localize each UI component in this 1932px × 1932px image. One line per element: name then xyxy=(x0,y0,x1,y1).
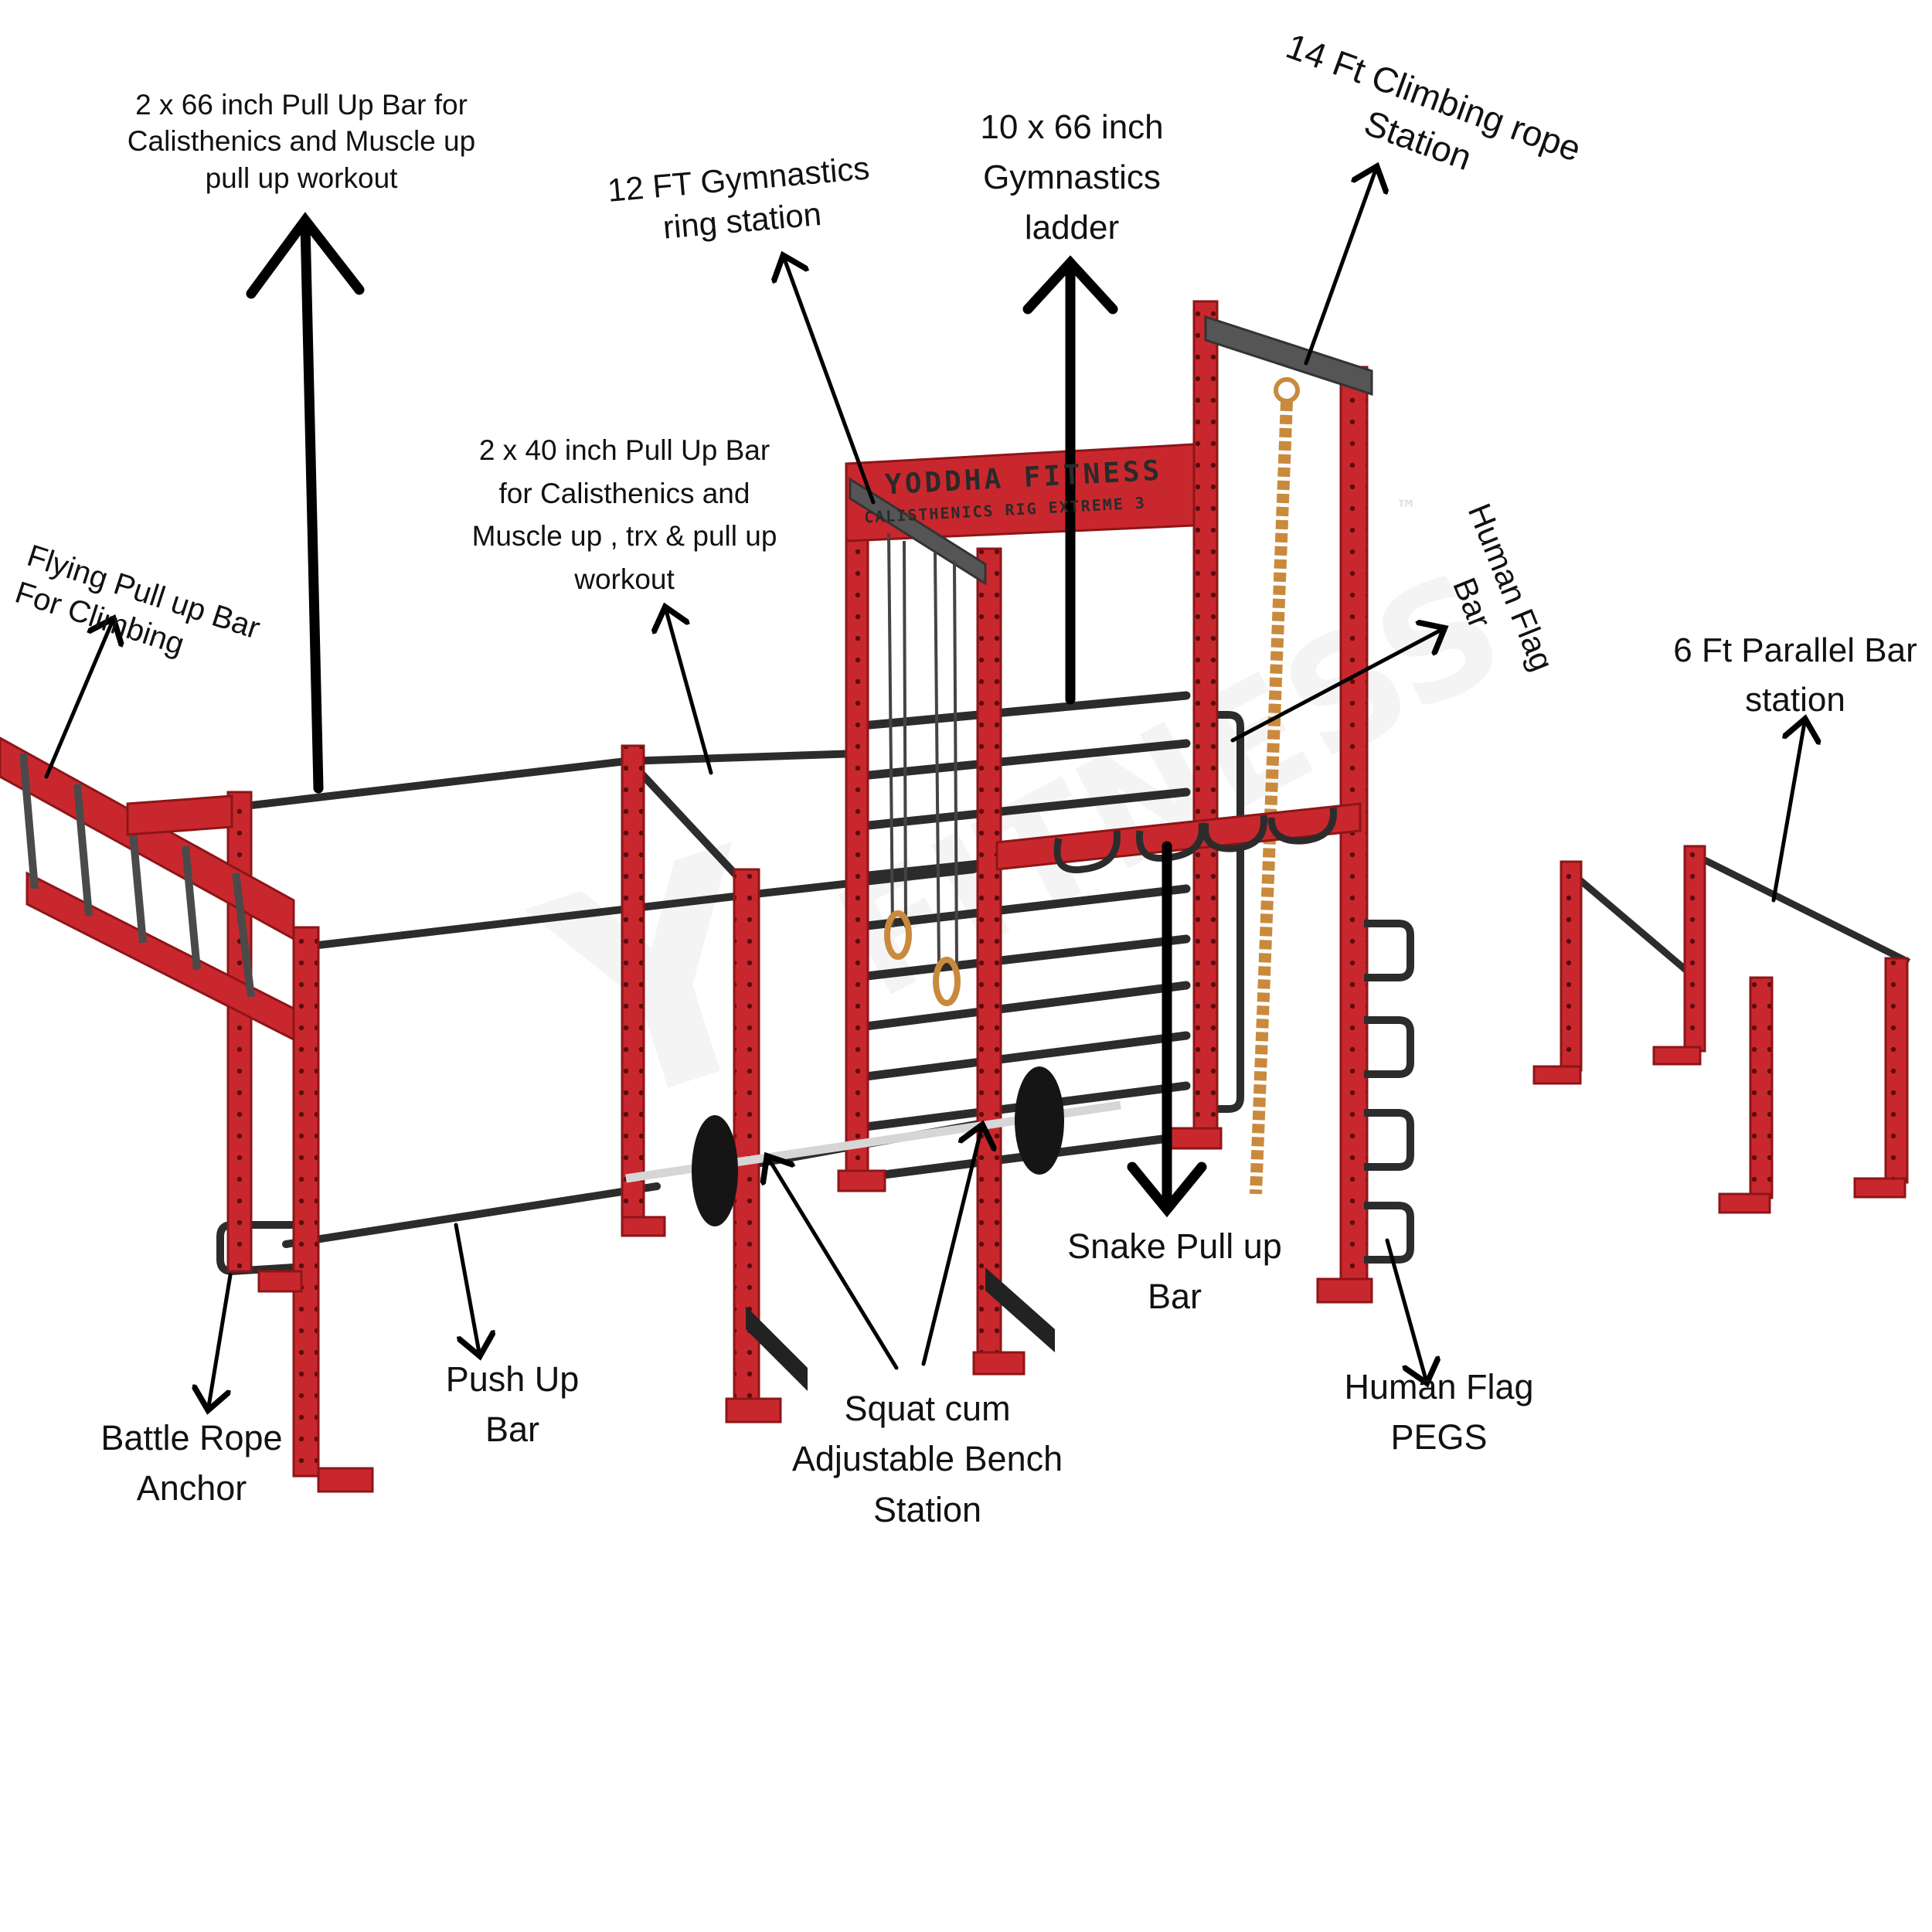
label-pullup40: 2 x 40 inch Pull Up Bar for Calisthenics … xyxy=(472,429,777,600)
trademark-mark: ™ xyxy=(1399,495,1414,524)
arrow-squat-b xyxy=(921,1128,981,1366)
label-line: 2 x 66 inch Pull Up Bar for xyxy=(135,89,468,121)
label-line: Gymnastics xyxy=(983,158,1161,197)
label-line: 2 x 40 inch Pull Up Bar xyxy=(478,434,770,466)
label-line: Bar xyxy=(1147,1277,1202,1317)
post-ladder-left xyxy=(845,462,869,1176)
label-line: Station xyxy=(872,1489,982,1529)
pullup-bar-66-back xyxy=(228,757,630,811)
label-line: Human Flag xyxy=(1344,1367,1534,1406)
human-flag-pegs xyxy=(1364,920,1414,1264)
gymnastics-rings xyxy=(884,532,961,1006)
flying-pull-up-bar xyxy=(0,736,295,1042)
label-pushup: Push Up Bar xyxy=(446,1354,580,1455)
label-line: station xyxy=(1745,680,1845,719)
label-line: Bar xyxy=(485,1410,540,1450)
gymnastics-ladder xyxy=(849,691,1191,1183)
arrow-battle xyxy=(209,1273,233,1406)
post-front-left xyxy=(292,926,320,1478)
label-line: pull up workout xyxy=(205,162,398,194)
label-parallel: 6 Ft Parallel Bar station xyxy=(1673,626,1917,725)
label-line: ladder xyxy=(1024,209,1120,247)
annotation-arrows xyxy=(44,170,1804,1406)
label-line: Muscle up , trx & pull up xyxy=(471,520,777,552)
arrow-flying xyxy=(44,622,112,779)
pullup-bar-66-front xyxy=(301,893,738,951)
arrow-flag-bar xyxy=(1230,630,1441,743)
arrow-pushup xyxy=(454,1223,479,1352)
arrow-squat-a xyxy=(769,1159,899,1370)
snake-bar-beam xyxy=(995,802,1362,871)
label-line: Calisthenics and Muscle up xyxy=(127,125,476,158)
arrow-pullup66 xyxy=(300,219,324,794)
arrow-parallel xyxy=(1771,723,1804,903)
push-up-bar xyxy=(282,1182,661,1248)
yoddha-sign-board xyxy=(845,443,1196,543)
post-back-mid xyxy=(621,744,645,1223)
bumper-plate-left xyxy=(692,1115,738,1226)
label-line: Squat cum xyxy=(844,1389,1011,1428)
label-line: 10 x 66 inch xyxy=(980,108,1164,146)
post-tower-left xyxy=(1192,300,1219,1138)
climbing-rope xyxy=(1250,377,1300,1195)
bumper-plate-right xyxy=(1015,1066,1064,1175)
base-plates xyxy=(257,1127,1373,1493)
ring-beam xyxy=(849,477,987,586)
arrow-rope xyxy=(1304,170,1376,366)
human-flag-bar xyxy=(1202,711,1244,1113)
label-snake: Snake Pull up Bar xyxy=(1067,1221,1282,1322)
label-line: for Calisthenics and xyxy=(498,477,750,509)
parallel-bar-station xyxy=(1532,845,1911,1214)
climbing-rope-beam xyxy=(1204,315,1373,396)
arrow-pullup40 xyxy=(666,611,713,775)
label-line: Snake Pull up xyxy=(1067,1226,1282,1266)
pullup-bar-40-back xyxy=(622,750,862,765)
arrow-rings xyxy=(784,259,876,505)
side-bar xyxy=(626,757,742,881)
label-line: PEGS xyxy=(1390,1417,1488,1458)
post-ladder-right xyxy=(976,547,1002,1362)
label-line: workout xyxy=(574,563,675,595)
label-line: Battle Rope xyxy=(100,1418,283,1458)
label-line: Anchor xyxy=(136,1468,247,1509)
label-line: 6 Ft Parallel Bar xyxy=(1673,631,1917,669)
bars xyxy=(216,750,1001,1276)
arrow-pegs xyxy=(1385,1238,1426,1379)
squat-bench-station xyxy=(625,1066,1121,1391)
post-back-left xyxy=(226,791,253,1273)
label-line: Push Up xyxy=(445,1359,580,1399)
label-line: Adjustable Bench xyxy=(791,1439,1063,1479)
